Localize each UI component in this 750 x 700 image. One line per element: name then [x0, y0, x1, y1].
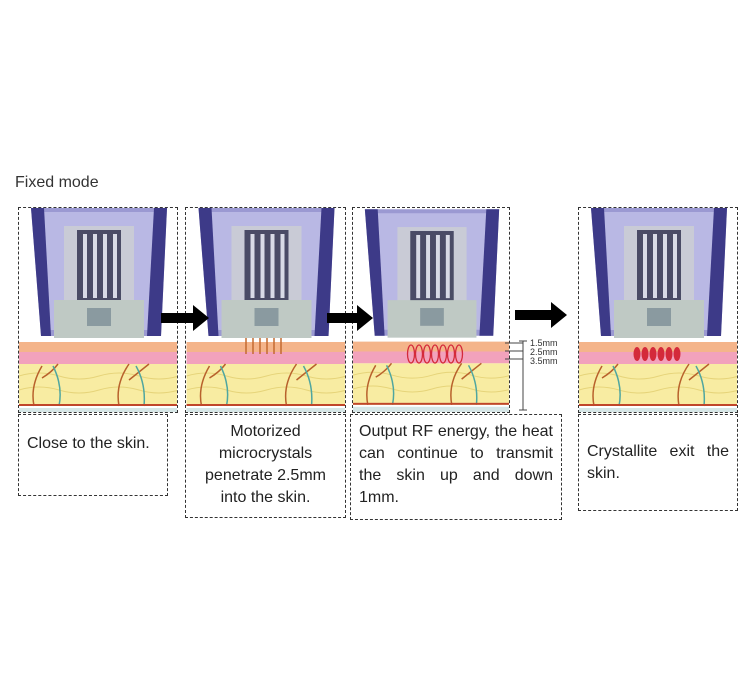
depth-label-1: 1.5mm [530, 338, 558, 348]
coagulation-zones [633, 347, 681, 361]
step-1-caption: Close to the skin. [18, 414, 168, 496]
diagram-title: Fixed mode [15, 174, 99, 191]
step-4-caption: Crystallite exit the skin. [578, 414, 738, 511]
step-4-illustration [578, 207, 738, 413]
step-1-illustration [18, 207, 178, 413]
microneedles [245, 338, 282, 354]
depth-label-3: 3.5mm [530, 356, 558, 366]
depth-scale [505, 340, 527, 411]
step-2-illustration [185, 207, 346, 413]
applicator-exit-skin [579, 208, 738, 413]
applicator-on-skin [19, 208, 178, 413]
applicator-rf-heat [353, 208, 510, 413]
applicator-needles-in-skin [186, 208, 346, 413]
step-3-illustration [352, 207, 510, 413]
arrow-right-icon [515, 302, 567, 328]
step-3-caption: Output RF energy, the heat can continue … [350, 414, 562, 520]
step-2-caption: Motorized microcrystals penetrate 2.5mm … [185, 414, 346, 518]
rf-heat-zones [406, 344, 464, 364]
arrow-right-icon [161, 305, 209, 331]
depth-label-2: 2.5mm [530, 347, 558, 357]
arrow-right-icon [327, 305, 373, 331]
